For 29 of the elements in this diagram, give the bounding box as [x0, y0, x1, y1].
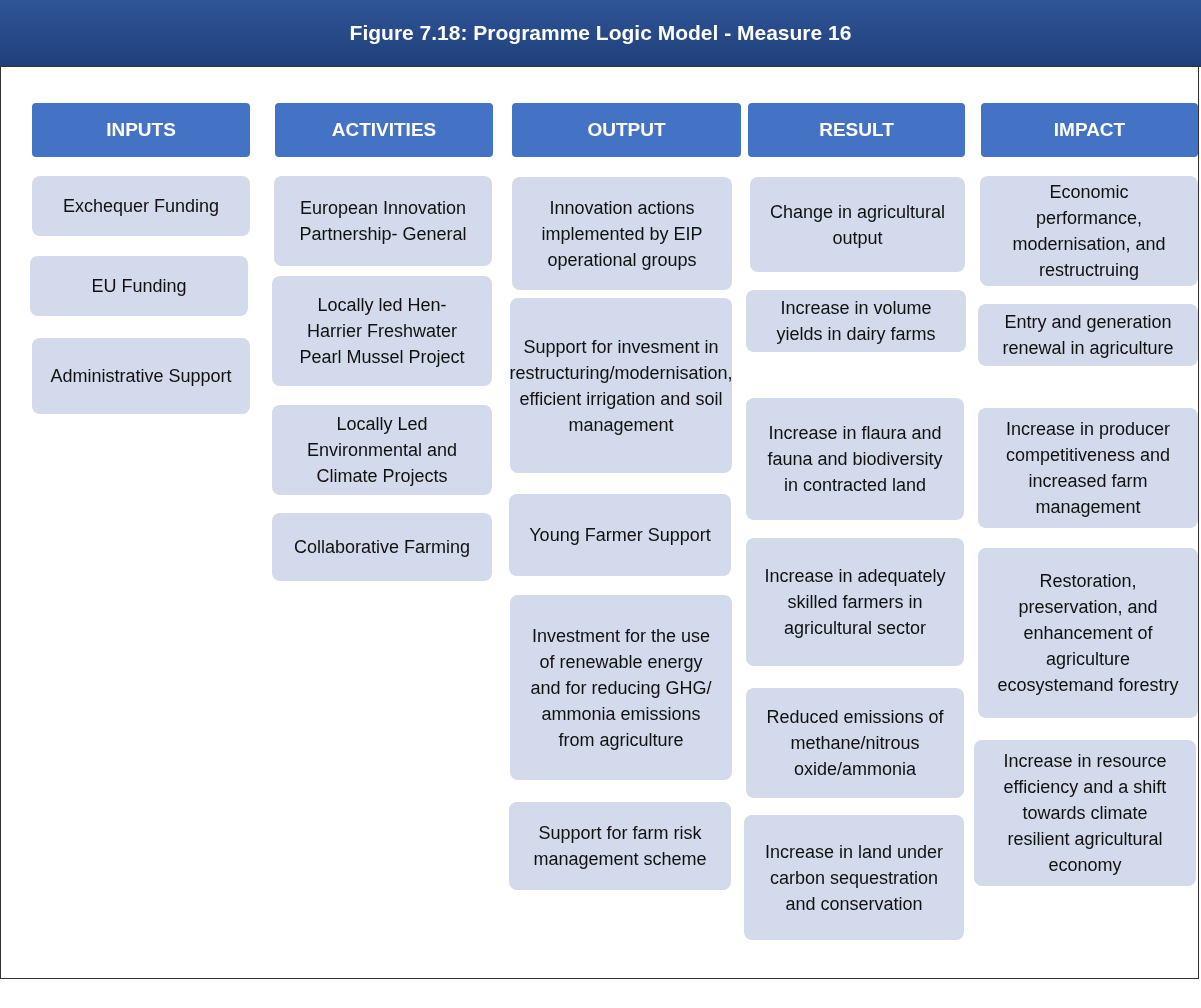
text-card: Increase in flaura and fauna and biodiversity in contracted land: [746, 398, 964, 520]
text-card: Increase in land under carbon sequestration and conservation: [744, 815, 964, 940]
text-card: Increase in resource efficiency and a shift towards climate resilient agricultural economy: [974, 740, 1196, 886]
text-card: Reduced emissions of methane/nitrous oxide/ammonia: [746, 688, 964, 798]
text-card: Administrative Support: [32, 338, 250, 414]
text-card: Increase in volume yields in dairy farms: [746, 290, 966, 352]
text-card: Exchequer Funding: [32, 176, 250, 236]
column-header: RESULT: [748, 103, 965, 157]
text-card: Locally Led Environmental and Climate Projects: [272, 405, 492, 495]
text-card: Economic performance, modernisation, and restructruing: [980, 176, 1198, 286]
text-card: Young Farmer Support: [509, 494, 731, 576]
text-card: EU Funding: [30, 256, 248, 316]
column-header: IMPACT: [981, 103, 1198, 157]
column-header: OUTPUT: [512, 103, 741, 157]
text-card: Increase in adequately skilled farmers in agricultural sector: [746, 538, 964, 666]
text-card: Locally led Hen-Harrier Freshwater Pearl Mussel Project: [272, 276, 492, 386]
text-card: Entry and generation renewal in agriculture: [978, 304, 1198, 366]
text-card: Increase in producer competitiveness and increased farm management: [978, 408, 1198, 528]
title: Figure 7.18: Programme Logic Model - Measure 16: [349, 21, 852, 45]
text-card: Collaborative Farming: [272, 513, 492, 581]
text-card: Restoration, preservation, and enhancement of agriculture ecosystemand forestry: [978, 548, 1198, 718]
text-card: European Innovation Partnership- General: [274, 176, 492, 266]
text-card: Investment for the use of renewable energy and for reducing GHG/ ammonia emissions from agriculture: [510, 595, 732, 780]
text-card: Support for invesment in restructuring/modernisation, efficient irrigation and soil management: [510, 298, 732, 473]
column-header: INPUTS: [32, 103, 250, 157]
text-card: Innovation actions implemented by EIP operational groups: [512, 177, 732, 290]
column-header: ACTIVITIES: [275, 103, 493, 157]
text-card: Support for farm risk management scheme: [509, 802, 731, 890]
text-card: Change in agricultural output: [750, 177, 965, 272]
